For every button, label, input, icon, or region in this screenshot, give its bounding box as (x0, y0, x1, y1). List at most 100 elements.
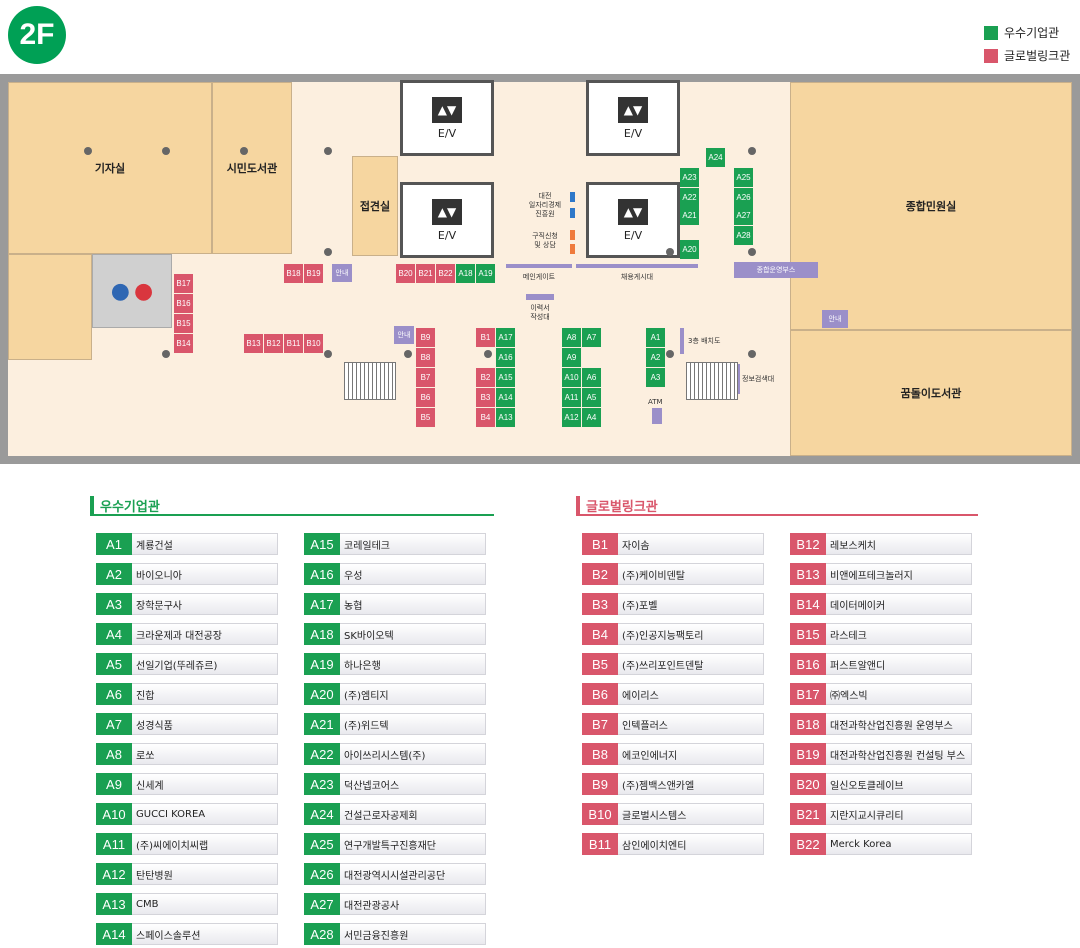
booth-code: A18 (304, 623, 340, 645)
booth-b16: B16 (174, 294, 193, 313)
booth-a22: A22 (680, 188, 699, 207)
job-agency-label: 대전 일자리경제 진흥원 (528, 192, 562, 218)
booth-code: B5 (582, 653, 618, 675)
room-press: 기자실 (8, 82, 212, 254)
company-name: (주)쓰리포인트덴탈 (618, 653, 764, 675)
booth-code: B11 (582, 833, 618, 855)
company-name: ㈜엑스빅 (826, 683, 972, 705)
pillar-dot (240, 147, 248, 155)
info-search-bar (736, 364, 740, 394)
booth-code: B15 (790, 623, 826, 645)
pillar-dot (748, 147, 756, 155)
company-name: 바이오니아 (132, 563, 278, 585)
booth-b14: B14 (174, 334, 193, 353)
restroom-man-icon: ● (110, 278, 130, 304)
company-name: 지란지교시큐리티 (826, 803, 972, 825)
booth-a16: A16 (496, 348, 515, 367)
booth-a28: A28 (734, 226, 753, 245)
booth-a5: A5 (582, 388, 601, 407)
booth-code: B13 (790, 563, 826, 585)
booth-b1: B1 (476, 328, 495, 347)
general-booth: 종합운영부스 (734, 262, 818, 278)
booth-b13: B13 (244, 334, 263, 353)
section-title-a: 우수기업관 (100, 500, 160, 515)
booth-a21: A21 (680, 206, 699, 225)
company-name: 하나은행 (340, 653, 486, 675)
company-name: (주)인공지능팩토리 (618, 623, 764, 645)
booth-b3: B3 (476, 388, 495, 407)
booth-b9: B9 (416, 328, 435, 347)
elevator-label: E/V (437, 127, 457, 140)
booth-code: A28 (304, 923, 340, 945)
section-title-b: 글로벌링크관 (586, 500, 658, 515)
company-name: 우성 (340, 563, 486, 585)
company-name: 성경식품 (132, 713, 278, 735)
job-consult-marker (570, 244, 575, 254)
booth-a15: A15 (496, 368, 515, 387)
company-name: 연구개발특구진흥재단 (340, 833, 486, 855)
booth-code: B12 (790, 533, 826, 555)
booth-a13: A13 (496, 408, 515, 427)
company-name: 서민금융진흥원 (340, 923, 486, 945)
booth-b8: B8 (416, 348, 435, 367)
pillar-dot (84, 147, 92, 155)
info-search-label: 정보검색대 (742, 375, 775, 383)
elevator-label: E/V (623, 229, 643, 242)
booth-code: A9 (96, 773, 132, 795)
booth-a17: A17 (496, 328, 515, 347)
legend-swatch-red (984, 48, 998, 63)
booth-code: B22 (790, 833, 826, 855)
booth-code: A23 (304, 773, 340, 795)
booth-b10: B10 (304, 334, 323, 353)
company-row: B3(주)포벨 (582, 593, 764, 615)
booth-a1: A1 (646, 328, 665, 347)
resume-desk-label: 이력서 작성대 (530, 304, 550, 321)
company-name: (주)엠티지 (340, 683, 486, 705)
booth-a26: A26 (734, 188, 753, 207)
atm-label: ATM (648, 398, 663, 406)
company-name: (주)케이비덴탈 (618, 563, 764, 585)
legend-label: 글로벌링크관 (1004, 49, 1071, 63)
pillar-dot (748, 350, 756, 358)
pillar-dot (324, 248, 332, 256)
elevator-4: ▲▼ E/V (586, 182, 680, 258)
company-name: 스페이스솔루션 (132, 923, 278, 945)
elevator-1: ▲▼ E/V (400, 80, 494, 156)
pillar-dot (666, 350, 674, 358)
pillar-dot (324, 350, 332, 358)
booth-code: B18 (790, 713, 826, 735)
info-desk-left: 안내 (394, 326, 414, 344)
restroom-woman-icon: ● (134, 278, 154, 304)
booth-a27: A27 (734, 206, 753, 225)
booth-code: A21 (304, 713, 340, 735)
booth-code: B4 (582, 623, 618, 645)
company-name: (주)젬백스앤카엘 (618, 773, 764, 795)
company-name: SK바이오텍 (340, 623, 486, 645)
booth-b18: B18 (284, 264, 303, 283)
company-name: 비앤에프테크놀러지 (826, 563, 972, 585)
company-name: 탄탄병원 (132, 863, 278, 885)
company-name: 대전과학산업진흥원 운영부스 (826, 713, 972, 735)
company-row: B5(주)쓰리포인트덴탈 (582, 653, 764, 675)
company-name: 삼인에이치엔티 (618, 833, 764, 855)
elevator-icon: ▲▼ (432, 199, 462, 225)
booth-a24: A24 (706, 148, 725, 167)
stairs-left (344, 362, 396, 400)
info-desk-top: 안내 (332, 264, 352, 282)
booth-code: A13 (96, 893, 132, 915)
